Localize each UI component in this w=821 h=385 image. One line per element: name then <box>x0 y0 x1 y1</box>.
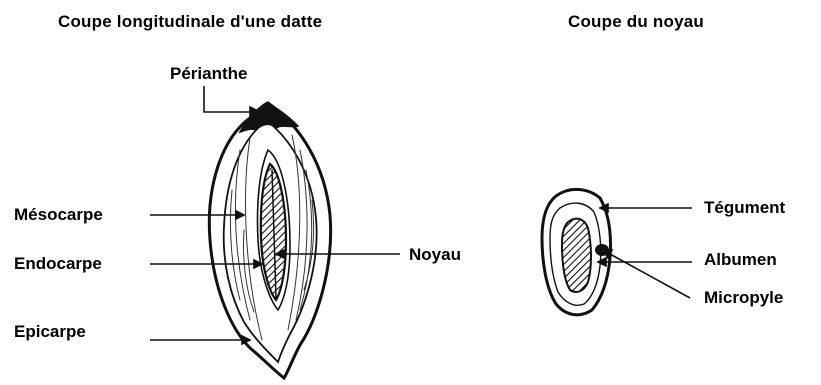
leader-albumen-arrowhead <box>598 258 606 266</box>
label-mesocarpe: Mésocarpe <box>14 205 103 225</box>
label-tegument: Tégument <box>704 198 785 218</box>
seed-cross-hatched <box>562 219 591 292</box>
leader-micropyle <box>610 254 690 298</box>
label-epicarpe: Epicarpe <box>14 322 86 342</box>
label-albumen: Albumen <box>704 250 777 270</box>
date-fruit <box>209 103 330 378</box>
leader-tegument-arrowhead <box>600 204 608 212</box>
label-perianthe: Périanthe <box>170 64 247 84</box>
leader-perianthe <box>204 86 250 112</box>
seed-leader-lines <box>598 204 692 298</box>
leader-mesocarpe-arrowhead <box>236 211 244 219</box>
label-noyau: Noyau <box>409 245 461 265</box>
label-micropyle: Micropyle <box>704 288 783 308</box>
label-endocarpe: Endocarpe <box>14 254 102 274</box>
leader-epicarpe-arrowhead <box>242 336 250 344</box>
